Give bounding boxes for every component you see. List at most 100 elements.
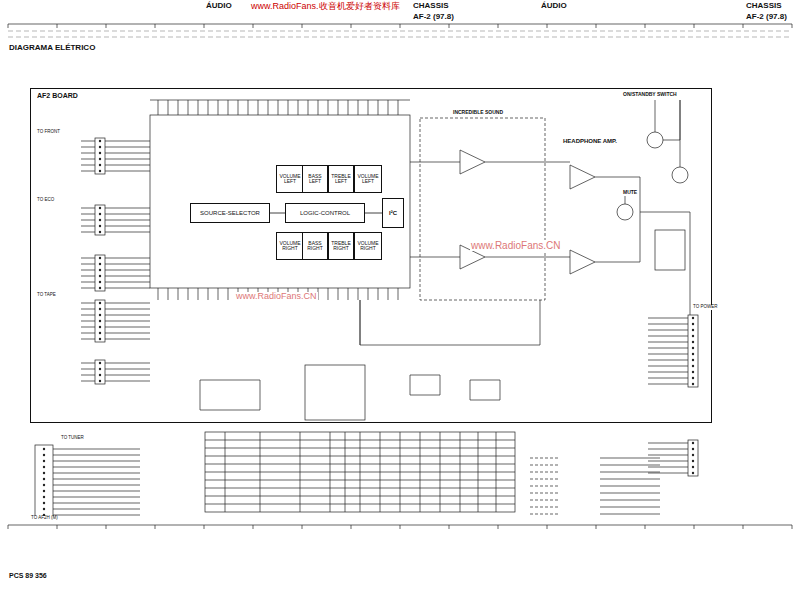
ic-pin	[328, 100, 329, 115]
schematic-label: AF-2 (97.8)	[412, 13, 455, 22]
list-line	[600, 493, 660, 494]
signal-wire	[53, 461, 140, 462]
block-label: LOGIC-CONTROL	[300, 210, 350, 216]
list-line	[530, 465, 560, 466]
connector-symbol	[95, 255, 105, 291]
signal-wire	[53, 467, 140, 468]
pin-dot	[692, 347, 694, 349]
schematic-label: TO ECO	[36, 198, 55, 203]
schematic-label: CHASSIS	[745, 2, 783, 11]
ruler-tick	[645, 525, 646, 529]
tuner-connector	[35, 445, 53, 520]
block-label: I²C	[389, 210, 397, 216]
pin-dot	[692, 383, 694, 385]
connector-symbol	[688, 440, 698, 476]
pin-dot	[692, 323, 694, 325]
signal-wire	[648, 461, 688, 462]
signal-wire	[81, 369, 95, 370]
signal-wire	[81, 232, 95, 233]
signal-wire	[81, 282, 95, 283]
ruler-tick	[400, 525, 401, 529]
signal-wire	[81, 258, 95, 259]
schematic-label: TO AF2H (M)	[30, 516, 59, 521]
ic-pin	[328, 288, 329, 300]
pin-dot	[43, 490, 45, 492]
signal-wire	[81, 270, 95, 271]
ic-pin	[198, 100, 199, 115]
pin-dot	[99, 374, 101, 376]
ic-pin	[348, 100, 349, 115]
relay-symbol	[655, 230, 685, 270]
signal-wire	[81, 333, 95, 334]
reference-row	[8, 31, 792, 37]
ic-pin	[188, 288, 189, 300]
ruler-tick	[106, 525, 107, 529]
signal-wire	[81, 363, 95, 364]
pin-dot	[99, 380, 101, 382]
pin-dot	[692, 335, 694, 337]
ic-pin	[318, 288, 319, 300]
pin-dot	[43, 484, 45, 486]
signal-wire	[81, 171, 95, 172]
signal-wire	[53, 515, 140, 516]
transistor-symbol	[617, 204, 633, 220]
ruler-tick	[8, 525, 9, 529]
ruler-tick	[547, 24, 548, 28]
function-block: TREBLE LEFT	[328, 165, 354, 193]
signal-wire	[105, 159, 150, 160]
pin-dot	[99, 275, 101, 277]
signal-wire	[81, 315, 95, 316]
list-line	[530, 479, 560, 480]
table-line	[496, 432, 497, 512]
block-label: SOURCE-SELECTOR	[200, 210, 260, 216]
pin-dot	[99, 225, 101, 227]
pin-dot	[692, 466, 694, 468]
signal-wire	[105, 153, 150, 154]
table-line	[478, 432, 479, 512]
signal-wire	[81, 147, 95, 148]
signal-wire	[105, 309, 150, 310]
list-line	[600, 472, 660, 473]
ruler-tick	[155, 525, 156, 529]
pin-dot	[99, 213, 101, 215]
table-line	[345, 432, 346, 512]
ic-pin	[338, 100, 339, 115]
board-title: AF2 BOARD	[36, 92, 79, 99]
signal-wire	[648, 372, 688, 373]
block-label: TREBLE LEFT	[330, 174, 352, 185]
transistor-symbol	[647, 132, 663, 148]
ic-pin	[378, 100, 379, 115]
function-block: VOLUME LEFT	[276, 165, 304, 193]
pin-dot	[692, 329, 694, 331]
signal-wire	[53, 479, 140, 480]
table-line	[225, 432, 226, 512]
signal-wire	[105, 339, 150, 340]
pin-dot	[99, 326, 101, 328]
list-line	[600, 507, 660, 508]
schematic-label: MUTE	[622, 190, 638, 196]
signal-wire	[105, 303, 150, 304]
ic-pin	[268, 100, 269, 115]
ruler-tick	[498, 525, 499, 529]
ic-pin	[358, 100, 359, 115]
ruler-tick	[302, 525, 303, 529]
ic-pin	[208, 100, 209, 115]
schematic-label: INCREDIBLE SOUND	[452, 110, 504, 116]
ic-pin	[298, 100, 299, 115]
ruler-tick	[351, 24, 352, 28]
pin-dot	[99, 362, 101, 364]
signal-wire	[53, 473, 140, 474]
signal-wire	[648, 324, 688, 325]
ic-pin	[308, 100, 309, 115]
pin-dot	[692, 472, 694, 474]
signal-wire	[105, 165, 150, 166]
signal-wire	[105, 282, 150, 283]
ic-pin	[338, 288, 339, 300]
ic-pin	[388, 288, 389, 300]
ic-pin	[248, 100, 249, 115]
function-block: LOGIC-CONTROL	[285, 203, 365, 223]
function-block: SOURCE-SELECTOR	[190, 203, 270, 223]
list-line	[600, 465, 660, 466]
component-symbol	[200, 375, 500, 410]
ic-pin	[288, 100, 289, 115]
